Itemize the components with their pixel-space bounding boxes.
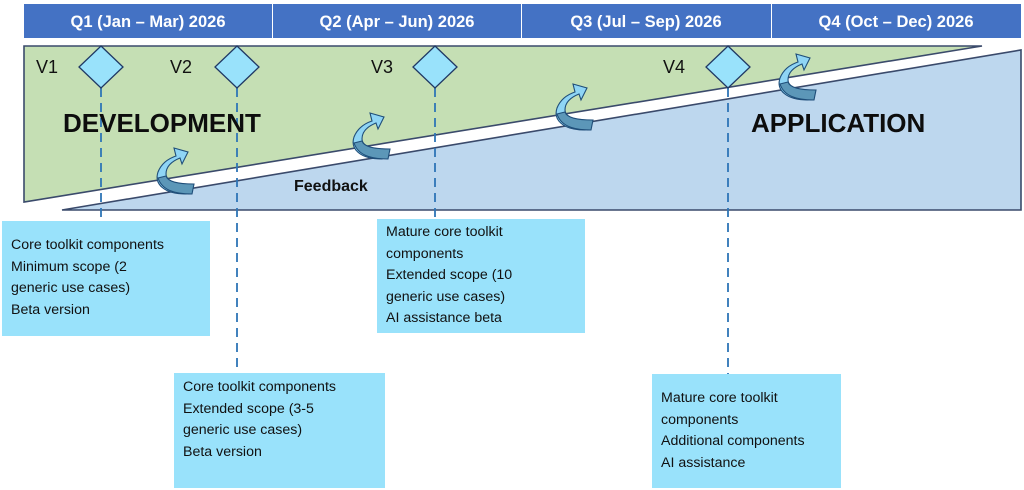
- milestone-box-v2: Core toolkit components Extended scope (…: [174, 373, 385, 488]
- feedback-label: Feedback: [294, 178, 368, 195]
- milestone-box-v3: Mature core toolkit components Extended …: [377, 219, 585, 333]
- milestone-detail: Mature core toolkit: [386, 224, 503, 240]
- quarter-label-q1: Q1 (Jan – Mar) 2026: [71, 13, 226, 31]
- curved-arrow-icon: [156, 147, 195, 195]
- application-label: APPLICATION: [751, 108, 925, 138]
- milestone-markers: [78, 45, 751, 89]
- curved-arrow-icon: [352, 112, 391, 160]
- version-label-v1: V1: [36, 57, 58, 77]
- feedback-arrows: [156, 53, 817, 195]
- diamond-icon: [412, 45, 458, 89]
- milestone-detail: AI assistance: [661, 454, 746, 471]
- quarter-label-q2: Q2 (Apr – Jun) 2026: [320, 13, 475, 31]
- development-phase-area: [23, 45, 983, 203]
- quarter-cell-q1: [24, 4, 272, 38]
- curved-arrow-icon: [555, 83, 594, 131]
- milestone-detail: Mature core toolkit: [661, 390, 778, 406]
- milestone-detail: generic use cases): [11, 280, 131, 296]
- milestone-detail: Beta version: [11, 301, 90, 318]
- quarter-cell-q4: [772, 4, 1021, 38]
- milestone-connectors: [100, 88, 729, 375]
- diamond-icon: [214, 45, 260, 89]
- milestone-detail: generic use cases): [386, 288, 506, 305]
- milestone-detail: AI assistance beta: [386, 310, 502, 326]
- milestone-detail: Core toolkit components: [11, 237, 164, 253]
- quarter-header: Q1 (Jan – Mar) 2026 Q2 (Apr – Jun) 2026 …: [24, 4, 1021, 38]
- milestone-detail: Core toolkit components: [183, 379, 336, 395]
- development-label: DEVELOPMENT: [63, 108, 261, 138]
- milestone-detail: Minimum scope (2: [11, 258, 127, 275]
- quarter-label-q4: Q4 (Oct – Dec) 2026: [819, 13, 974, 31]
- diamond-icon: [78, 45, 124, 89]
- milestone-detail: generic use cases): [183, 422, 303, 438]
- milestone-box-v1: Core toolkit components Minimum scope (2…: [2, 221, 210, 336]
- quarter-label-q3: Q3 (Jul – Sep) 2026: [570, 13, 721, 31]
- milestone-detail: Beta version: [183, 443, 262, 460]
- quarter-cell-q2: [273, 4, 521, 38]
- milestone-detail: components: [386, 245, 464, 262]
- quarter-cell-q3: [522, 4, 771, 38]
- version-label-v2: V2: [170, 57, 192, 77]
- milestone-detail: components: [661, 411, 739, 428]
- milestone-detail: Extended scope (3-5: [183, 400, 314, 417]
- milestone-detail: Additional components: [661, 433, 805, 449]
- diamond-icon: [705, 45, 751, 89]
- milestone-box-v4: Mature core toolkit components Additiona…: [652, 374, 841, 488]
- curved-arrow-icon: [778, 53, 817, 101]
- milestone-detail: Extended scope (10: [386, 267, 513, 283]
- version-label-v4: V4: [663, 57, 685, 77]
- version-label-v3: V3: [371, 57, 393, 77]
